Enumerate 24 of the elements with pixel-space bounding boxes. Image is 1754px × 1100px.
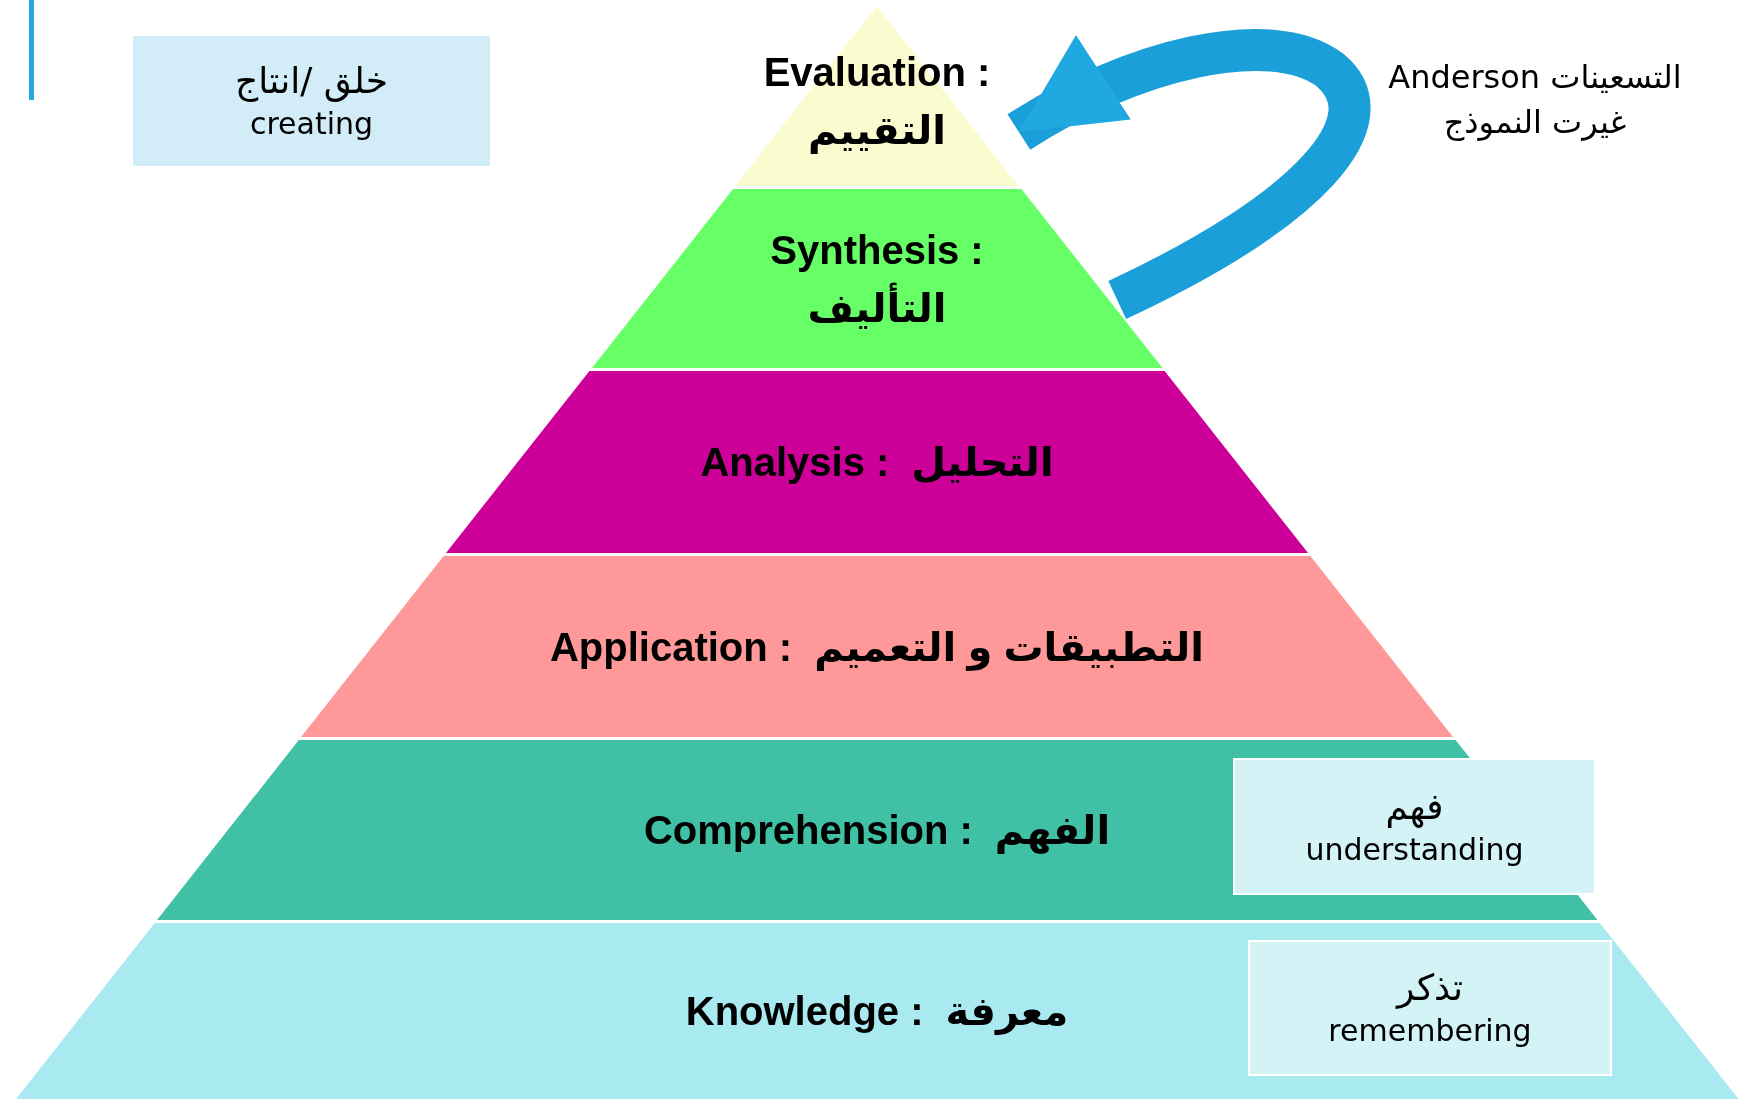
box-label: تذكر (1397, 967, 1463, 1009)
level-label: Analysis : (700, 440, 890, 484)
level-label: Synthesis : (770, 227, 984, 272)
level-label: Evaluation : (763, 50, 991, 94)
level-label: التحليل (911, 440, 1054, 484)
level-label: Knowledge : (685, 989, 924, 1033)
level-label: معرفة (945, 989, 1069, 1033)
box-label: خلق /انتاج (235, 60, 388, 102)
curved-arrow (1007, 29, 1370, 319)
level-label: Comprehension : (643, 808, 973, 852)
box-label: remembering (1328, 1014, 1532, 1049)
pyramid-level (735, 6, 1019, 186)
level-label: التقييم (808, 108, 946, 152)
box-label: فهم (1385, 785, 1444, 827)
level-label: الفهم (994, 808, 1111, 852)
level-label: Application : (549, 624, 793, 669)
level-label: التطبيقات و التعميم (814, 624, 1205, 669)
label-box (131, 34, 492, 168)
pyramid-level (591, 189, 1163, 368)
box-label: understanding (1305, 832, 1524, 868)
pyramid-level (445, 371, 1308, 553)
box-label: creating (249, 107, 374, 142)
note-text: التسعينات Anderson غيرت النموذج (1387, 57, 1683, 143)
pyramid-level (300, 556, 1453, 737)
